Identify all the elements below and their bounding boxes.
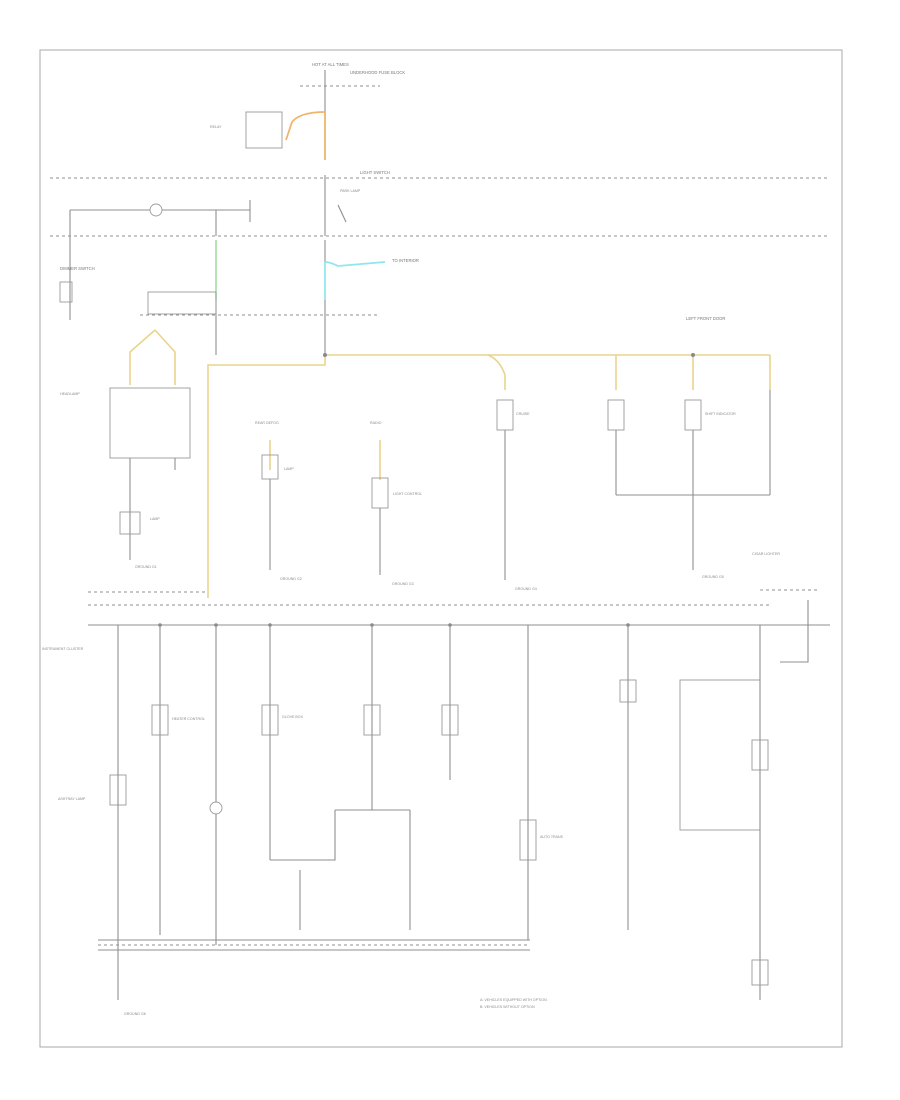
headlamp-switch xyxy=(109,387,191,459)
lower-components: ASHTRAY LAMP GROUND G6 HEATER CONTROL GL… xyxy=(58,625,769,1016)
svg-text:ASHTRAY LAMP: ASHTRAY LAMP xyxy=(58,797,86,801)
relay-box xyxy=(245,111,283,149)
footnote-1: A: VEHICLES EQUIPPED WITH OPTION xyxy=(480,998,547,1002)
dimmer-label: DIMMER SWITCH xyxy=(60,266,95,271)
upper-components: HEADLAMP LAMP GROUND G1 REAR DEFOG LAMP … xyxy=(60,387,820,663)
fuse-box-left xyxy=(147,291,217,315)
light-switch-label: LIGHT SWITCH xyxy=(360,170,390,175)
svg-text:RADIO: RADIO xyxy=(370,421,382,425)
svg-text:CIGAR LIGHTER: CIGAR LIGHTER xyxy=(752,552,780,556)
svg-text:CRUISE: CRUISE xyxy=(516,412,530,416)
footnote-2: B: VEHICLES WITHOUT OPTION xyxy=(480,1005,535,1009)
svg-text:RELAY: RELAY xyxy=(210,125,222,129)
cluster-bus: INSTRUMENT CLUSTER xyxy=(42,591,830,651)
fuse-block-label: UNDERHOOD FUSE BLOCK xyxy=(350,70,405,75)
diagram-frame xyxy=(39,49,843,1048)
to-interior-label: TO INTERIOR xyxy=(392,258,419,263)
lamp-icon xyxy=(209,801,223,815)
svg-text:GROUND G5: GROUND G5 xyxy=(702,575,724,579)
hot-at-all-times-label: HOT AT ALL TIMES xyxy=(312,62,349,67)
svg-text:GLOVE BOX: GLOVE BOX xyxy=(282,715,304,719)
svg-text:GROUND G3: GROUND G3 xyxy=(392,582,414,586)
shift-module xyxy=(679,679,761,831)
svg-text:GROUND G2: GROUND G2 xyxy=(280,577,302,581)
svg-text:GROUND G4: GROUND G4 xyxy=(515,587,537,591)
left-front-door-label: LEFT FRONT DOOR xyxy=(686,316,725,321)
svg-text:HEADLAMP: HEADLAMP xyxy=(60,392,80,396)
yellow-bus: LEFT FRONT DOOR xyxy=(129,316,771,598)
svg-text:REAR DEFOG: REAR DEFOG xyxy=(255,421,279,425)
svg-text:LAMP: LAMP xyxy=(284,467,294,471)
svg-text:AUTO TRANS: AUTO TRANS xyxy=(540,835,564,839)
svg-text:LAMP: LAMP xyxy=(150,517,160,521)
svg-text:HEATER CONTROL: HEATER CONTROL xyxy=(172,717,205,721)
svg-text:GROUND G1: GROUND G1 xyxy=(135,565,157,569)
lamp-icon xyxy=(149,203,163,217)
svg-text:GROUND G6: GROUND G6 xyxy=(124,1012,146,1016)
light-switch: PARK LAMP DIMMER SWITCH xyxy=(50,175,830,320)
svg-text:PARK LAMP: PARK LAMP xyxy=(340,189,361,193)
fuse-feeds: TO INTERIOR xyxy=(140,240,419,355)
svg-text:LIGHT CONTROL: LIGHT CONTROL xyxy=(393,492,422,496)
instrument-cluster-label: INSTRUMENT CLUSTER xyxy=(42,647,84,651)
power-feed: HOT AT ALL TIMES UNDERHOOD FUSE BLOCK RE… xyxy=(50,62,830,179)
svg-text:SHIFT INDICATOR: SHIFT INDICATOR xyxy=(705,412,736,416)
